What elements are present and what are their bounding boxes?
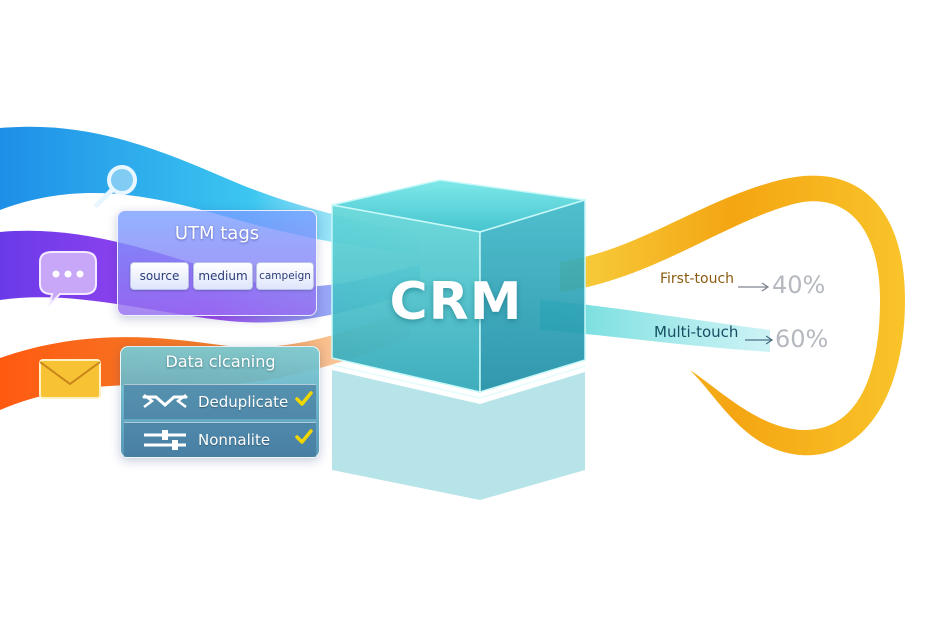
teal-ribbon (540, 300, 770, 352)
first-touch-arrow (738, 282, 770, 292)
first-touch-label: First-touch (660, 271, 735, 287)
gold-loop (560, 175, 905, 456)
sliders-icon (144, 430, 186, 450)
utm-tag-campaign: campeign (256, 262, 314, 290)
crm-cube (331, 179, 586, 500)
search-icon (94, 165, 137, 208)
merge-arrows-icon (142, 394, 188, 408)
checkmark-icon (295, 429, 313, 444)
step-deduplicate: Deduplicate (124, 384, 316, 419)
data-cleaning-title: Data clcaning (165, 352, 276, 371)
utm-tags-title: UTM tags (174, 223, 260, 244)
step-normalize-label: Nonnalite (198, 431, 271, 449)
envelope-icon (39, 359, 101, 399)
first-touch-value: 40% (772, 271, 826, 299)
step-normalize: Nonnalite (124, 422, 316, 457)
utm-tag-medium: medium (193, 262, 253, 290)
multi-touch-arrow (745, 335, 774, 345)
utm-tag-source: source (130, 262, 189, 290)
step-deduplicate-label: Deduplicate (198, 393, 289, 411)
checkmark-icon (295, 391, 313, 406)
multi-touch-label: Multi-touch (654, 323, 739, 341)
crm-label: CRM (389, 272, 523, 332)
multi-touch-value: 60% (775, 325, 829, 353)
chat-bubble-icon (39, 251, 97, 308)
